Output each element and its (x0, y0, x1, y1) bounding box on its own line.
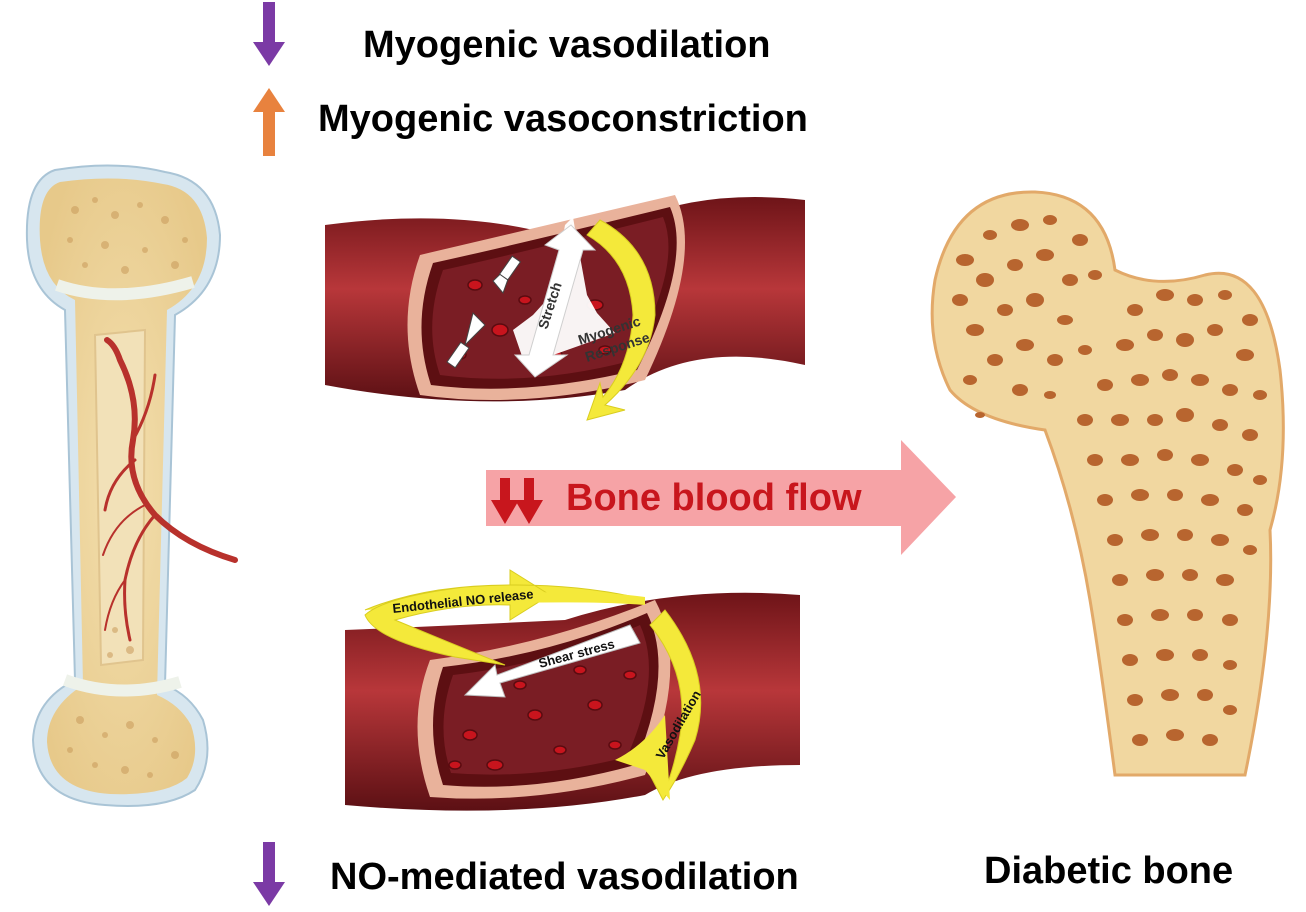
bone-blood-flow-arrow: Bone blood flow (486, 440, 956, 555)
long-bone-illustration (25, 164, 238, 807)
increase-arrow-icon (253, 88, 285, 156)
bone-blood-flow-label: Bone blood flow (566, 477, 862, 519)
top-blood-vessel-illustration: Stretch Myogenic Response (325, 195, 805, 421)
heading-myogenic-vasoconstriction: Myogenic vasoconstriction (318, 98, 808, 140)
bottom-blood-vessel-illustration: Shear stress Endothelial NO release Vaso… (345, 569, 800, 811)
heading-myogenic-vasodilation: Myogenic vasodilation (363, 24, 771, 66)
decrease-arrow-icon (253, 2, 285, 66)
diabetic-bone-illustration (930, 190, 1285, 777)
decrease-arrow-icon (253, 842, 285, 906)
heading-diabetic-bone: Diabetic bone (984, 850, 1234, 892)
heading-no-mediated-vasodilation: NO-mediated vasodilation (330, 856, 799, 898)
